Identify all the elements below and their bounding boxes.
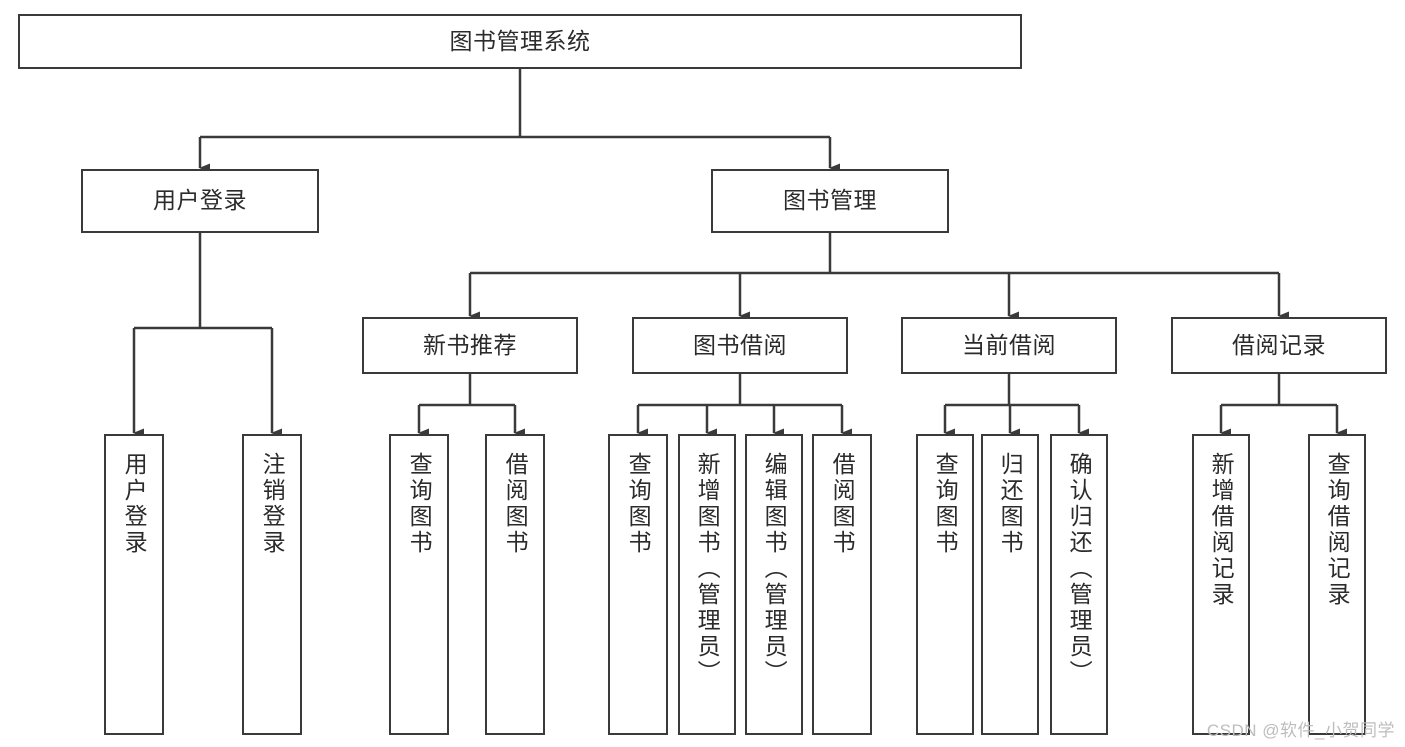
node-label: 新增图书（管理员） bbox=[694, 452, 721, 686]
node-borrow-record[interactable]: 借阅记录 bbox=[1171, 317, 1387, 374]
node-label: 查询图书 bbox=[406, 452, 433, 556]
node-label: 借阅图书 bbox=[829, 452, 856, 556]
node-leaf-edit-book-admin[interactable]: 编辑图书（管理员） bbox=[745, 434, 803, 735]
node-label: 查询图书 bbox=[932, 452, 959, 556]
connector-bookborrow-to-leaves bbox=[636, 374, 852, 438]
node-new-book-recommend[interactable]: 新书推荐 bbox=[362, 317, 578, 374]
node-leaf-logout[interactable]: 注销登录 bbox=[242, 434, 302, 735]
node-leaf-add-book-admin[interactable]: 新增图书（管理员） bbox=[678, 434, 736, 735]
csdn-watermark: CSDN @软件_小贺同学 bbox=[1206, 721, 1395, 740]
node-label: 查询图书 bbox=[625, 452, 652, 556]
node-label: 用户登录 bbox=[153, 187, 247, 214]
connector-borrowrecord-to-leaves bbox=[1219, 374, 1347, 438]
node-label: 图书借阅 bbox=[693, 331, 787, 358]
connector-userlogin-to-leaves bbox=[132, 233, 282, 438]
node-root-system[interactable]: 图书管理系统 bbox=[18, 14, 1022, 69]
node-label: 图书管理 bbox=[783, 187, 877, 214]
node-leaf-query-book-recommend[interactable]: 查询图书 bbox=[389, 434, 449, 735]
node-label: 查询借阅记录 bbox=[1324, 452, 1351, 608]
node-label: 编辑图书（管理员） bbox=[761, 452, 788, 686]
connector-newbook-to-leaves bbox=[417, 374, 525, 438]
node-book-borrow[interactable]: 图书借阅 bbox=[632, 317, 848, 374]
node-leaf-confirm-return-admin[interactable]: 确认归还（管理员） bbox=[1050, 434, 1108, 735]
node-current-borrow[interactable]: 当前借阅 bbox=[901, 317, 1117, 374]
connector-currentborrow-to-leaves bbox=[943, 374, 1089, 438]
node-leaf-return-book[interactable]: 归还图书 bbox=[981, 434, 1039, 735]
node-label: 用户登录 bbox=[121, 452, 148, 556]
node-leaf-borrow-book[interactable]: 借阅图书 bbox=[812, 434, 872, 735]
node-label: 当前借阅 bbox=[962, 331, 1056, 358]
node-label: 图书管理系统 bbox=[449, 27, 591, 54]
node-label: 新书推荐 bbox=[423, 331, 517, 358]
node-label: 确认归还（管理员） bbox=[1066, 452, 1093, 686]
node-leaf-borrow-book-recommend[interactable]: 借阅图书 bbox=[485, 434, 545, 735]
node-leaf-query-book-borrow[interactable]: 查询图书 bbox=[608, 434, 668, 735]
node-label: 借阅图书 bbox=[502, 452, 529, 556]
node-label: 注销登录 bbox=[259, 452, 286, 556]
node-user-login[interactable]: 用户登录 bbox=[81, 169, 319, 233]
node-leaf-user-login[interactable]: 用户登录 bbox=[104, 434, 164, 735]
connector-root-to-level2 bbox=[198, 69, 840, 173]
node-label: 新增借阅记录 bbox=[1208, 452, 1235, 608]
node-leaf-query-borrow-record[interactable]: 查询借阅记录 bbox=[1308, 434, 1366, 735]
node-label: 归还图书 bbox=[997, 452, 1024, 556]
connector-bookmgmt-to-level3 bbox=[468, 233, 1289, 321]
node-leaf-add-borrow-record[interactable]: 新增借阅记录 bbox=[1192, 434, 1250, 735]
node-leaf-query-book-current[interactable]: 查询图书 bbox=[916, 434, 974, 735]
node-label: 借阅记录 bbox=[1232, 331, 1326, 358]
node-book-management[interactable]: 图书管理 bbox=[711, 169, 949, 233]
